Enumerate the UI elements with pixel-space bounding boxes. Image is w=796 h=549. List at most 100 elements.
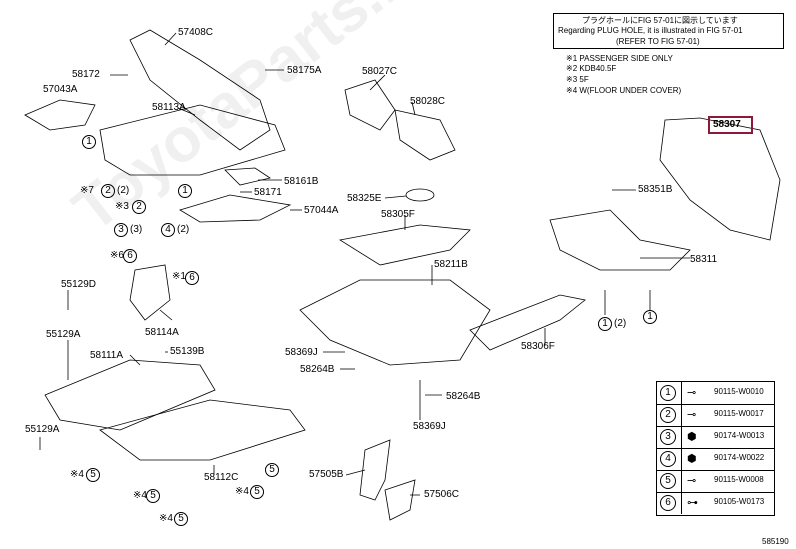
callout-circle: 4 [161, 223, 175, 237]
part-label-58211B[interactable]: 58211B [434, 259, 468, 270]
divider [681, 470, 682, 492]
part-label-58028C[interactable]: 58028C [410, 96, 446, 107]
callout-circle: 2 [132, 200, 146, 214]
fastener-part-number[interactable]: 90115-W0017 [714, 409, 764, 418]
callout-mark: ※6 [110, 250, 124, 261]
callout-qty: (2) [117, 185, 130, 196]
part-label-58111A[interactable]: 58111A [90, 350, 123, 361]
part-label-58161B[interactable]: 58161B [284, 176, 319, 187]
part-label-58369J[interactable]: 58369J [285, 347, 318, 358]
callout-circle: 1 [643, 310, 657, 324]
part-label-58172[interactable]: 58172 [72, 69, 100, 80]
part-label-58264B-right[interactable]: 58264B [446, 391, 481, 402]
part-label-57506C[interactable]: 57506C [424, 489, 460, 500]
part-label-58112C[interactable]: 58112C [204, 472, 239, 483]
part-label-57505B[interactable]: 57505B [309, 469, 344, 480]
legend-line-1: ※1 PASSENGER SIDE ONLY [566, 54, 673, 63]
fastener-row[interactable]: 4 ⬢ 90174-W0022 [657, 448, 774, 471]
legend-line-2: ※2 KDB40.5F [566, 64, 617, 73]
highlight-box[interactable] [708, 116, 753, 134]
part-label-58027C[interactable]: 58027C [362, 66, 398, 77]
fastener-part-number[interactable]: 90115-W0010 [714, 387, 764, 396]
part-label-57044A[interactable]: 57044A [304, 205, 339, 216]
callout-qty: (3) [130, 224, 143, 235]
fastener-row[interactable]: 3 ⬢ 90174-W0013 [657, 426, 774, 449]
part-label-58171[interactable]: 58171 [254, 187, 282, 198]
part-58027C-shape [344, 79, 396, 131]
divider [681, 426, 682, 448]
callout-circle: 5 [265, 463, 279, 477]
part-label-58306F[interactable]: 58306F [521, 341, 555, 352]
callout-circle: 1 [598, 317, 612, 331]
fastener-part-number[interactable]: 90105-W0173 [714, 497, 765, 506]
part-label-58307[interactable]: 58307 [713, 119, 741, 130]
nut-icon: ⬢ [687, 431, 697, 443]
part-label-58351B[interactable]: 58351B [638, 184, 673, 195]
nut-icon: ⬢ [687, 453, 697, 465]
part-label-58305F[interactable]: 58305F [381, 209, 415, 220]
part-label-57043A[interactable]: 57043A [43, 84, 78, 95]
callout-qty: (2) [614, 318, 627, 329]
fastener-table: 1 ⊸ 90115-W0010 2 ⊸ 90115-W0017 3 ⬢ 9017… [656, 381, 775, 516]
notes-box: プラグホールにFIG 57-01に図示しています Regarding PLUG … [553, 13, 784, 49]
part-label-55129A-lower[interactable]: 55129A [25, 424, 60, 435]
callout-mark: ※3 [115, 201, 129, 212]
fastener-part-number[interactable]: 90174-W0013 [714, 431, 765, 440]
part-58113A-shape [99, 104, 286, 176]
part-58325E-shape [405, 188, 435, 202]
part-58161B-shape [224, 167, 271, 186]
part-label-55129D[interactable]: 55129D [61, 279, 97, 290]
part-58028C-shape [394, 109, 456, 161]
part-label-58264B[interactable]: 58264B [300, 364, 335, 375]
note-line-3: (REFER TO FIG 57-01) [616, 37, 700, 46]
part-label-58325E[interactable]: 58325E [347, 193, 382, 204]
divider [681, 382, 682, 404]
fastener-part-number[interactable]: 90115-W0008 [714, 475, 764, 484]
callout-qty: (2) [177, 224, 190, 235]
part-label-58369J-lower[interactable]: 58369J [413, 421, 446, 432]
fastener-number: 1 [660, 385, 676, 401]
part-57408C-shape [129, 29, 271, 151]
part-label-58175A[interactable]: 58175A [287, 65, 322, 76]
callout-circle: 5 [86, 468, 100, 482]
callout-mark: ※4 [235, 486, 249, 497]
part-57044A-shape [179, 194, 292, 223]
bolt-icon: ⊸ [687, 475, 697, 487]
fastener-row[interactable]: 2 ⊸ 90115-W0017 [657, 404, 774, 427]
part-58111A-shape [44, 359, 216, 431]
bolt-icon: ⊸ [687, 387, 697, 399]
part-58306F-shape [469, 294, 586, 351]
legend-line-3: ※3 5F [566, 75, 589, 84]
part-label-57408C[interactable]: 57408C [178, 27, 214, 38]
callout-circle: 6 [185, 271, 199, 285]
callout-circle: 6 [123, 249, 137, 263]
divider [681, 492, 682, 514]
callout-circle: 1 [82, 135, 96, 149]
fastener-row[interactable]: 6 ⊶ 90105-W0173 [657, 492, 774, 514]
callout-mark: ※7 [80, 185, 94, 196]
legend-line-4: ※4 W(FLOOR UNDER COVER) [566, 86, 682, 95]
divider [681, 404, 682, 426]
part-label-55129A[interactable]: 55129A [46, 329, 81, 340]
fastener-number: 2 [660, 407, 676, 423]
callout-mark: ※4 [133, 490, 147, 501]
callout-circle: 2 [101, 184, 115, 198]
part-57043A-shape [24, 99, 96, 131]
callout-mark: ※1 [172, 271, 186, 282]
part-label-55139B[interactable]: 55139B [170, 346, 205, 357]
fastener-number: 3 [660, 429, 676, 445]
part-57506C-shape [384, 479, 416, 521]
part-58307-shape [659, 117, 781, 241]
part-label-58113A[interactable]: 58113A [152, 102, 186, 113]
callout-circle: 1 [178, 184, 192, 198]
fastener-row[interactable]: 5 ⊸ 90115-W0008 [657, 470, 774, 493]
part-label-58311[interactable]: 58311 [690, 254, 718, 265]
fastener-row[interactable]: 1 ⊸ 90115-W0010 [657, 382, 774, 405]
fastener-part-number[interactable]: 90174-W0022 [714, 453, 765, 462]
part-58112C-shape [99, 399, 306, 461]
callout-circle: 3 [114, 223, 128, 237]
fastener-number: 4 [660, 451, 676, 467]
part-58305F-shape [338, 224, 471, 266]
part-label-58114A[interactable]: 58114A [145, 327, 179, 338]
